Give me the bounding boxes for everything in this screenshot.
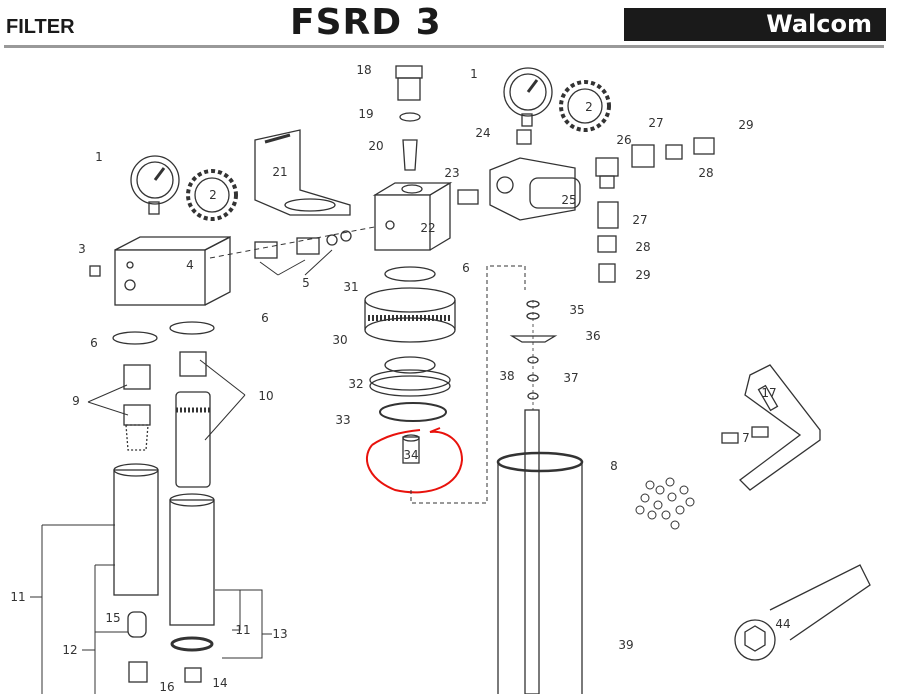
callout-label: 17 (761, 386, 777, 400)
part-10-top (179, 351, 207, 377)
fitting-29b (598, 263, 616, 283)
fitting-28b (597, 235, 617, 253)
gauge-right (503, 67, 553, 127)
seal-13 (170, 636, 214, 652)
seal-19 (399, 112, 421, 122)
part-15 (127, 611, 147, 638)
callout-label: 24 (475, 126, 491, 140)
valve-27 (631, 144, 655, 168)
valve-9 (123, 404, 151, 451)
cap-32 (369, 356, 451, 397)
bracket-17 (739, 364, 821, 491)
callout-label: 30 (332, 333, 348, 347)
fitting-28 (665, 144, 683, 160)
tube-11 (113, 463, 215, 626)
callout-label-highlighted: 34 (403, 448, 419, 462)
callout-label: 10 (258, 389, 274, 403)
callout-label: 29 (635, 268, 651, 282)
part-14 (184, 667, 202, 683)
nipple-18 (395, 65, 423, 101)
callout-label: 13 (272, 627, 288, 641)
o-ring-6-left (112, 331, 158, 345)
screws-7 (721, 426, 769, 444)
fittings-5 (254, 230, 352, 259)
callout-label: 2 (209, 188, 217, 202)
callout-label: 39 (618, 638, 634, 652)
part-34 (402, 434, 420, 464)
callout-label: 16 (159, 680, 175, 694)
tube-10 (175, 391, 211, 488)
callout-label: 38 (499, 369, 515, 383)
callout-label: 21 (272, 165, 288, 179)
callout-label: 29 (738, 118, 754, 132)
category-label: FILTER (6, 16, 75, 38)
callout-label: 19 (358, 107, 374, 121)
part-16 (128, 661, 148, 683)
callout-label: 36 (585, 329, 601, 343)
guard-ring-right (559, 80, 611, 132)
callout-label: 28 (698, 166, 714, 180)
callout-label: 20 (368, 139, 384, 153)
highlight-circle (366, 427, 464, 494)
wrench-44 (734, 564, 871, 661)
callout-label: 2 (585, 100, 593, 114)
callout-label: 6 (462, 261, 470, 275)
callout-label: 11 (10, 590, 26, 604)
o-ring-6 (384, 266, 436, 282)
callout-label: 15 (105, 611, 121, 625)
callout-label: 5 (302, 276, 310, 290)
gauge-left (130, 155, 180, 215)
regulator-25 (489, 157, 581, 221)
callout-label: 25 (561, 193, 577, 207)
spider-36 (509, 335, 558, 343)
block-4 (114, 235, 231, 306)
callout-label: 14 (212, 676, 228, 690)
callout-label: 33 (335, 413, 351, 427)
callout-label: 8 (610, 459, 618, 473)
balls-8 (635, 477, 695, 530)
tube-39 (496, 409, 584, 694)
callout-label: 35 (569, 303, 585, 317)
model-title: FSRD 3 (290, 2, 442, 43)
part-9 (123, 364, 151, 390)
callout-label: 9 (72, 394, 80, 408)
guard-ring-left (186, 169, 238, 221)
callout-label: 7 (742, 431, 750, 445)
ring-31 (364, 287, 456, 343)
callout-label: 11 (235, 623, 251, 637)
callout-label: 32 (348, 377, 364, 391)
callout-label: 26 (616, 133, 632, 147)
callout-label: 12 (62, 643, 78, 657)
callout-label: 23 (444, 166, 460, 180)
gasket-33 (379, 402, 447, 422)
block-22 (372, 181, 453, 251)
callout-label: 22 (420, 221, 436, 235)
valve-27b (597, 201, 619, 229)
callout-label: 27 (632, 213, 648, 227)
fitting-24 (516, 129, 532, 145)
callout-label: 28 (635, 240, 651, 254)
callout-label: 18 (356, 63, 372, 77)
tee-26 (595, 157, 619, 189)
header-divider (4, 45, 884, 48)
callout-label: 4 (186, 258, 194, 272)
callout-label: 1 (470, 67, 478, 81)
fitting-29 (693, 137, 715, 155)
fitting-23 (457, 189, 479, 205)
callout-label: 44 (775, 617, 791, 631)
bracket-21 (254, 129, 351, 216)
o-ring-6-mid (169, 321, 215, 335)
callout-label: 3 (78, 242, 86, 256)
callout-label: 6 (90, 336, 98, 350)
callout-label: 31 (343, 280, 359, 294)
callout-label: 27 (648, 116, 664, 130)
callout-label: 6 (261, 311, 269, 325)
callout-label: 1 (95, 150, 103, 164)
nozzle-20 (402, 139, 418, 171)
callout-label: 37 (563, 371, 579, 385)
brand-logo: Walcom (624, 8, 886, 41)
